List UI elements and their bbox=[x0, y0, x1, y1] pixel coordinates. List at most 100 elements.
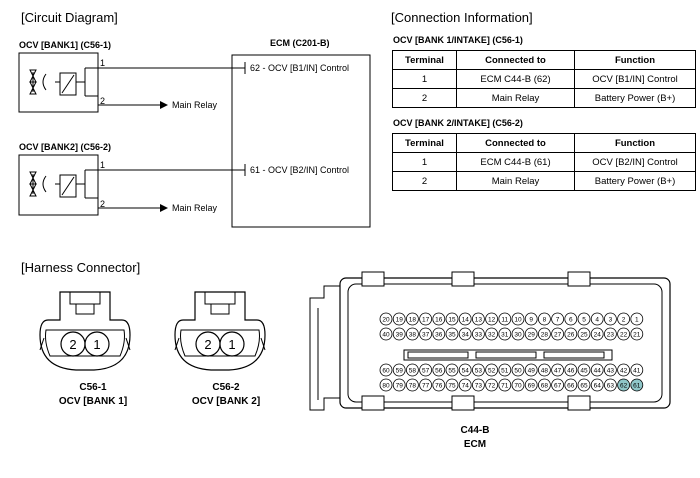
ecm-pin-label: 43 bbox=[607, 368, 615, 375]
ecm-pin-9 bbox=[524, 312, 538, 326]
c56-1-name: C56-1 bbox=[79, 382, 107, 393]
ecm-pin-50 bbox=[511, 363, 525, 377]
ecm-pin-label: 23 bbox=[607, 332, 615, 339]
ecm-pin-label: 66 bbox=[567, 383, 575, 390]
ecm-pin-label: 45 bbox=[580, 368, 588, 375]
section-title-connection: [Connection Information] bbox=[391, 10, 533, 25]
ecm-pin-label: 40 bbox=[382, 332, 390, 339]
ecm-pin-label: 6 bbox=[569, 317, 573, 324]
ecm-pin-label: 80 bbox=[382, 383, 390, 390]
c56-2-pin-2: 2 bbox=[204, 337, 212, 352]
ecm-pin-label: 10 bbox=[514, 317, 522, 324]
ecm-pin-label: 73 bbox=[475, 383, 483, 390]
col-header: Terminal bbox=[392, 133, 457, 153]
ecm-pin-61: 61 - OCV [B2/IN] Control bbox=[250, 165, 350, 175]
ecm-pin-73 bbox=[471, 378, 485, 392]
ecm-pin-78 bbox=[406, 378, 419, 392]
ocv2-pin1: 1 bbox=[100, 160, 106, 170]
ecm-pin-label: 18 bbox=[409, 317, 417, 324]
ecm-pin-47 bbox=[551, 363, 565, 377]
ecm-pin-label: 77 bbox=[422, 383, 430, 390]
ecm-pin-label: 46 bbox=[567, 368, 575, 375]
ecm-pin-49 bbox=[524, 363, 538, 377]
c56-1-pin-2: 2 bbox=[69, 337, 77, 352]
ecm-pin-62: 62 - OCV [B1/IN] Control bbox=[250, 63, 350, 73]
ocv1-pin1: 1 bbox=[100, 58, 106, 68]
ecm-pin-32 bbox=[485, 327, 499, 341]
ecm-pin-label: 4 bbox=[595, 317, 599, 324]
ecm-pin-8 bbox=[537, 312, 551, 326]
ecm-pin-label: 32 bbox=[488, 332, 496, 339]
ecm-pin-70 bbox=[511, 378, 525, 392]
ecm-pin-label: 63 bbox=[607, 383, 615, 390]
table-row: 1 ECM C44-B (61) OCV [B2/IN] Control bbox=[392, 152, 696, 172]
ecm-pin-label: 16 bbox=[435, 317, 443, 324]
ecm-pin-label: 51 bbox=[501, 368, 509, 375]
ecm-pin-41 bbox=[630, 363, 644, 377]
ecm-pin-69 bbox=[524, 378, 538, 392]
ocv2-solenoid-symbol bbox=[29, 170, 86, 198]
ecm-pin-64 bbox=[590, 378, 604, 392]
ocv2-box bbox=[18, 154, 99, 216]
ecm-pin-31 bbox=[498, 327, 512, 341]
ecm-pin-35 bbox=[445, 327, 459, 341]
ecm-pin-76 bbox=[432, 378, 446, 392]
ecm-pin-label: 20 bbox=[382, 317, 390, 324]
ecm-pin-18 bbox=[406, 312, 419, 326]
ecm-pin-43 bbox=[603, 363, 617, 377]
ecm-pin-37 bbox=[419, 327, 432, 341]
ecm-pin-label: 41 bbox=[633, 368, 641, 375]
ecm-pin-29 bbox=[524, 327, 538, 341]
ecm-pin-51 bbox=[498, 363, 512, 377]
ecm-pin-39 bbox=[392, 327, 406, 341]
ecm-pin-label: 39 bbox=[396, 332, 404, 339]
ecm-pin-label: 25 bbox=[580, 332, 588, 339]
table1-title: OCV [BANK 1/INTAKE] (C56-1) bbox=[393, 35, 523, 45]
table2-title: OCV [BANK 2/INTAKE] (C56-2) bbox=[393, 118, 523, 128]
ecm-pin-label: 70 bbox=[514, 383, 522, 390]
ecm-pin-label: 37 bbox=[422, 332, 430, 339]
ecm-pin-label: 13 bbox=[475, 317, 483, 324]
ecm-pin-75 bbox=[445, 378, 459, 392]
ecm-pin-14 bbox=[458, 312, 472, 326]
ecm-pin-label: 78 bbox=[409, 383, 417, 390]
ecm-pin-56 bbox=[432, 363, 446, 377]
ecm-pin-label: 8 bbox=[543, 317, 547, 324]
col-header: Function bbox=[574, 50, 696, 70]
ecm-connector-name: C44-B bbox=[460, 425, 490, 436]
ecm-pin-62 bbox=[617, 378, 631, 392]
ocv1-box bbox=[18, 52, 99, 113]
ecm-pin-5 bbox=[577, 312, 591, 326]
ecm-pin-12 bbox=[485, 312, 499, 326]
ecm-pin-58 bbox=[406, 363, 419, 377]
ecm-pin-20 bbox=[379, 312, 393, 326]
ecm-box bbox=[231, 54, 371, 228]
ecm-pin-label: 56 bbox=[435, 368, 443, 375]
section-title-circuit: [Circuit Diagram] bbox=[21, 10, 118, 25]
ecm-pin-label: 59 bbox=[396, 368, 404, 375]
ecm-pin-72 bbox=[485, 378, 499, 392]
ecm-pin-label: 76 bbox=[435, 383, 443, 390]
ecm-pin-27 bbox=[551, 327, 565, 341]
ecm-pin-61 bbox=[630, 378, 644, 392]
ecm-pin-label: 61 bbox=[633, 383, 641, 390]
ecm-pin-68 bbox=[537, 378, 551, 392]
table-row: 2 Main Relay Battery Power (B+) bbox=[392, 171, 696, 191]
table-row: 2 Main Relay Battery Power (B+) bbox=[392, 88, 696, 108]
ecm-pin-label: 75 bbox=[448, 383, 456, 390]
ecm-pin-80 bbox=[379, 378, 393, 392]
ecm-pin-label: 31 bbox=[501, 332, 509, 339]
ecm-pin-65 bbox=[577, 378, 591, 392]
ecm-pin-label: 7 bbox=[556, 317, 560, 324]
ecm-pin-label: 57 bbox=[422, 368, 430, 375]
ecm-pin-label: 27 bbox=[554, 332, 562, 339]
ecm-pin-40 bbox=[379, 327, 393, 341]
ecm-pin-label: 48 bbox=[541, 368, 549, 375]
ecm-pin-26 bbox=[564, 327, 578, 341]
ecm-pin-24 bbox=[590, 327, 604, 341]
ecm-pin-17 bbox=[419, 312, 432, 326]
ecm-pin-label: 36 bbox=[435, 332, 443, 339]
ecm-pin-53 bbox=[471, 363, 485, 377]
ecm-pin-59 bbox=[392, 363, 406, 377]
